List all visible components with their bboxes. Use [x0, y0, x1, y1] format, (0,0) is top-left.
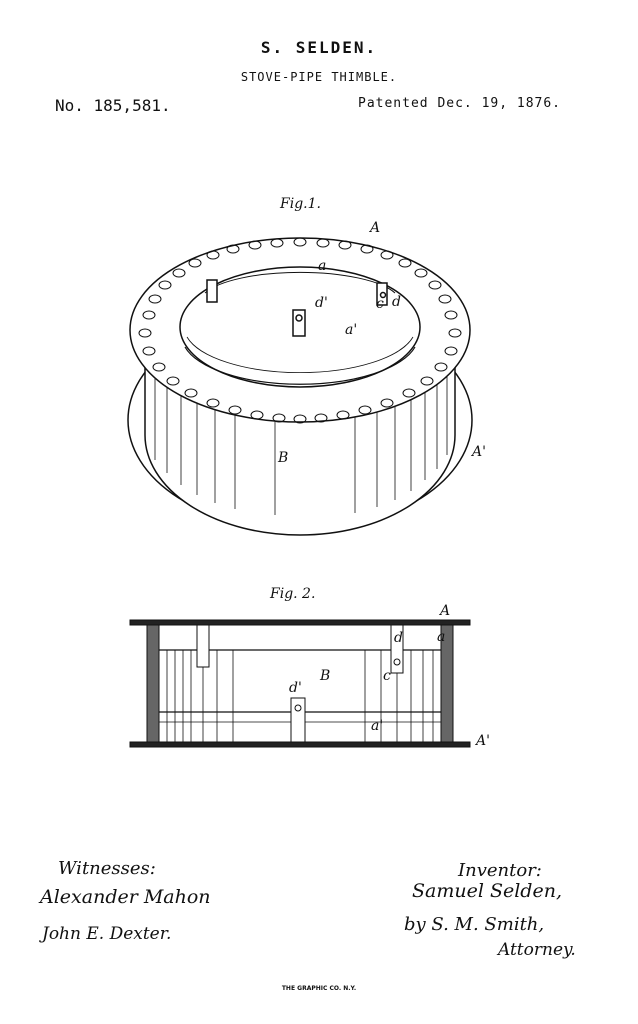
fig1-ref-d-prime: d' [315, 295, 328, 311]
fig2-label: Fig. 2. [270, 586, 316, 602]
attorney-label: Attorney. [498, 940, 576, 960]
fig2-ref-a: a [437, 629, 446, 645]
fig1-ref-A-prime: A' [472, 444, 486, 460]
patent-number: No. 185,581. [55, 96, 171, 115]
invention-title: STOVE-PIPE THIMBLE. [240, 70, 398, 84]
fig1-ref-d: d [392, 294, 401, 310]
witnesses-heading: Witnesses: [58, 858, 156, 879]
fig1-ref-a: a [318, 258, 327, 274]
fig2-ref-d: d [394, 630, 403, 646]
fig2-ref-B: B [320, 668, 331, 684]
patent-date: Patented Dec. 19, 1876. [358, 96, 562, 111]
printer-credit: THE GRAPHIC CO. N.Y. [281, 985, 357, 992]
fig1-ref-c: c [376, 296, 384, 312]
fig2-ref-c: c [383, 668, 391, 684]
fig2-ref-a-prime: a' [371, 718, 384, 734]
patent-inventor-name: S. SELDEN. [260, 38, 378, 57]
inventor-signature: Samuel Selden, [412, 880, 562, 902]
by-attorney-signature: by S. M. Smith, [404, 914, 545, 935]
fig1-thimble-drawing [127, 237, 473, 536]
fig1-ref-a-prime: a' [345, 322, 358, 338]
witness-2-signature: John E. Dexter. [42, 924, 172, 944]
fig2-ref-d-prime: d' [289, 680, 302, 696]
fig1-ref-A: A [370, 220, 381, 236]
fig2-ref-A-prime: A' [476, 733, 490, 749]
fig2-section-drawing [129, 619, 471, 748]
inventor-heading: Inventor: [458, 860, 542, 881]
fig1-ref-B: B [278, 450, 289, 466]
witness-1-signature: Alexander Mahon [40, 886, 211, 908]
fig2-ref-A: A [440, 603, 451, 619]
fig1-label: Fig.1. [280, 196, 321, 212]
